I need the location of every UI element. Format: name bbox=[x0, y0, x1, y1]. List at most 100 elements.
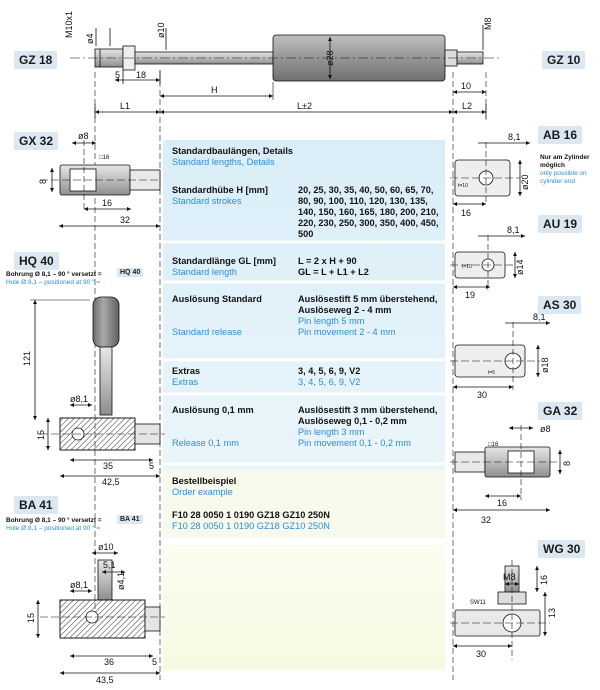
hq40-dim-35: 35 bbox=[103, 461, 113, 471]
order-example-de: F10 28 0050 1 0190 GZ18 GZ10 250N bbox=[172, 510, 330, 520]
release01-value-3: Pin length 3 mm bbox=[298, 427, 365, 437]
ba41-dim-51: 5,1 bbox=[103, 560, 116, 570]
wg30-dim-m8: M8 bbox=[503, 572, 516, 582]
gx32-dim-32: 32 bbox=[120, 215, 130, 225]
strokes-label-en: Standard strokes bbox=[172, 196, 242, 206]
ba41-note-code: BA 41 bbox=[117, 515, 143, 524]
extras-value-de: 3, 4, 5, 6, 9, V2 bbox=[298, 366, 361, 376]
as30-dim-t5: t=5 bbox=[488, 370, 495, 376]
code-gz10: GZ 10 bbox=[542, 51, 586, 69]
code-gx32: GX 32 bbox=[14, 132, 59, 150]
release01-label-en: Release 0,1 mm bbox=[172, 438, 239, 448]
release-label-en: Standard release bbox=[172, 327, 242, 337]
wg30-drawing bbox=[450, 560, 550, 660]
code-ab16: AB 16 bbox=[538, 126, 583, 144]
ab16-dim-d20: ø20 bbox=[520, 174, 530, 190]
code-au19: AU 19 bbox=[538, 215, 583, 233]
length-formula-1: L = 2 x H + 90 bbox=[298, 256, 357, 266]
ab16-note: Nur am Zylinder möglich only possible on… bbox=[540, 154, 598, 186]
code-wg30: WG 30 bbox=[538, 540, 586, 558]
release-label-de: Auslösung Standard bbox=[172, 294, 262, 304]
wg30-dim-13: 13 bbox=[547, 608, 557, 618]
panel-strokes: Standardhübe H [mm] Standard strokes 20,… bbox=[172, 185, 442, 240]
as30-dim-30: 30 bbox=[477, 390, 487, 400]
dim-l1: L1 bbox=[120, 101, 130, 111]
release01-value-1: Auslösestift 3 mm überstehend, bbox=[298, 405, 438, 415]
ba41-dim-d81: ø8,1 bbox=[70, 580, 88, 590]
strokes-label-de: Standardhübe H [mm] bbox=[172, 185, 268, 195]
dim-5: 5 bbox=[115, 70, 120, 80]
ba41-dim-435: 43,5 bbox=[96, 675, 114, 685]
hq40-note: Bohrung Ø 8,1 – 90 ° versetzt = Hole Ø 8… bbox=[6, 271, 116, 287]
dim-m8: M8 bbox=[483, 17, 493, 30]
ab16-note-en: only possible on cylinder end bbox=[540, 170, 587, 185]
panel-order: Bestellbeispiel Order example F10 28 005… bbox=[172, 476, 442, 532]
ba41-note-en: Hole Ø 8,1 – positioned at 90 ° = bbox=[6, 525, 101, 532]
wg30-dim-30: 30 bbox=[476, 649, 486, 659]
ba41-note-de: Bohrung Ø 8,1 – 90 ° versetzt = bbox=[6, 517, 102, 524]
hq40-dim-121: 121 bbox=[22, 351, 32, 366]
wg30-dim-sw11: SW11 bbox=[470, 600, 487, 606]
au19-dim-t10: t=10 bbox=[462, 264, 472, 270]
code-as30: AS 30 bbox=[538, 296, 582, 314]
ba41-dim-15: 15 bbox=[26, 613, 36, 623]
hq40-dim-425: 42,5 bbox=[102, 477, 120, 487]
hq40-dim-5: 5 bbox=[149, 461, 154, 471]
order-example-en: F10 28 0050 1 0190 GZ18 GZ10 250N bbox=[172, 521, 330, 531]
dim-d28: ø28 bbox=[325, 50, 335, 66]
hq40-note-en: Hole Ø 8,1 – positioned at 90 ° = bbox=[6, 279, 101, 286]
panel-details: Standardbaulängen, Details Standard leng… bbox=[172, 146, 442, 168]
ab16-note-de: Nur am Zylinder möglich bbox=[540, 154, 590, 169]
au19-drawing bbox=[450, 234, 525, 290]
code-hq40: HQ 40 bbox=[14, 252, 59, 270]
release01-value-4: Pin movement 0,1 - 0,2 mm bbox=[298, 438, 411, 448]
release-value-4: Pin movement 2 - 4 mm bbox=[298, 327, 396, 337]
ba41-note: Bohrung Ø 8,1 – 90 ° versetzt = Hole Ø 8… bbox=[6, 517, 116, 533]
gx32-dim-16: 16 bbox=[102, 198, 112, 208]
as30-dim-d18: ø18 bbox=[540, 357, 550, 373]
length-label-en: Standard length bbox=[172, 267, 237, 277]
dim-d10: ø10 bbox=[156, 22, 166, 38]
au19-dim-19: 19 bbox=[465, 290, 475, 300]
extras-label-en: Extras bbox=[172, 377, 199, 387]
release-value-1: Auslösestift 5 mm überstehend, bbox=[298, 294, 438, 304]
ga32-dim-sq16: □16 bbox=[488, 442, 499, 448]
release-value-2: Auslöseweg 2 - 4 mm bbox=[298, 305, 392, 315]
code-ba41: BA 41 bbox=[14, 496, 58, 514]
ab16-dim-81: 8,1 bbox=[508, 132, 521, 142]
gx32-dim-8: 8 bbox=[38, 179, 48, 184]
length-formula-2: GL = L + L1 + L2 bbox=[298, 267, 369, 277]
dim-18: 18 bbox=[136, 70, 146, 80]
ba41-dim-36: 36 bbox=[104, 657, 114, 667]
ab16-drawing bbox=[450, 141, 530, 206]
dimension-labels: M10x1 ø4 ø10 ø28 M8 5 18 H 10 L1 L±2 L2 … bbox=[22, 11, 572, 685]
hq40-dim-d81: ø8,1 bbox=[70, 394, 88, 404]
ab16-dim-t10: t=10 bbox=[458, 183, 468, 189]
au19-dim-81: 8,1 bbox=[507, 225, 520, 235]
gas-spring-main-drawing bbox=[70, 25, 500, 680]
panel-release: Auslösung Standard Standard release Ausl… bbox=[172, 294, 442, 356]
gx32-dim-d8: ø8 bbox=[78, 131, 89, 141]
dim-lpm2: L±2 bbox=[297, 101, 312, 111]
extras-value-en: 3, 4, 5, 6, 9, V2 bbox=[298, 377, 361, 387]
gx32-drawing bbox=[40, 140, 161, 228]
strokes-values: 20, 25, 30, 35, 40, 50, 60, 65, 70, 80, … bbox=[298, 185, 439, 239]
dim-m10x1: M10x1 bbox=[64, 11, 74, 38]
extras-label-de: Extras bbox=[172, 366, 201, 376]
order-label-de: Bestellbeispiel bbox=[172, 476, 237, 486]
info-panel-background bbox=[163, 140, 445, 670]
hq40-dim-15: 15 bbox=[36, 430, 46, 440]
order-label-en: Order example bbox=[172, 487, 233, 497]
ga32-dim-8: 8 bbox=[562, 461, 572, 466]
as30-drawing bbox=[450, 321, 550, 390]
ga32-dim-16: 16 bbox=[497, 498, 507, 508]
ga32-dim-32: 32 bbox=[481, 515, 491, 525]
hq40-note-de: Bohrung Ø 8,1 – 90 ° versetzt = bbox=[6, 271, 102, 278]
dim-d4: ø4 bbox=[85, 33, 95, 44]
dim-h: H bbox=[211, 85, 218, 95]
release-value-3: Pin length 5 mm bbox=[298, 316, 365, 326]
wg30-dim-16: 16 bbox=[539, 575, 549, 585]
ba41-drawing bbox=[36, 551, 165, 675]
release01-value-2: Auslöseweg 0,1 - 0,2 mm bbox=[298, 416, 407, 426]
